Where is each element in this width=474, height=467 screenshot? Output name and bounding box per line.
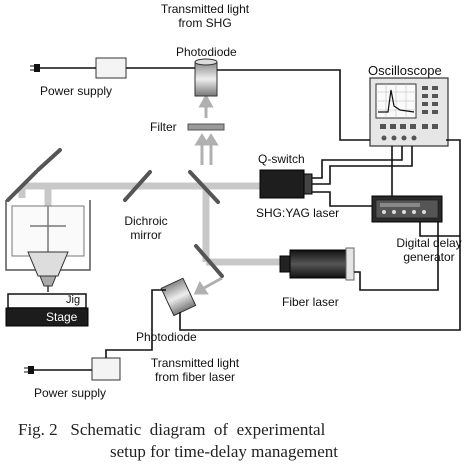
label-dichroic-mirror: Dichroic mirror	[116, 214, 176, 242]
label-shg-yag-laser: SHG:YAG laser	[256, 206, 340, 220]
label-dichroic-line2: mirror	[130, 228, 162, 242]
wire-photodiode-to-oscilloscope	[217, 69, 370, 141]
mirror-fiber	[194, 244, 224, 278]
mirror-left	[36, 148, 62, 172]
mirror-dichroic-right	[188, 170, 220, 204]
label-transmitted-fiber-line1: Transmitted light	[150, 356, 240, 370]
label-oscilloscope: Oscilloscope	[368, 63, 442, 78]
figure-caption-line2: setup for time-delay management	[110, 442, 338, 461]
wire-osc-to-qswitch	[312, 146, 403, 179]
power-supply-top-device	[30, 57, 127, 79]
mirror-far-left	[6, 170, 38, 202]
oscilloscope-device	[369, 77, 449, 147]
wire-osc-to-right	[446, 139, 461, 236]
figure-caption-line1: Fig. 2 Schematic diagram of experimental	[18, 420, 326, 439]
processing-head	[5, 200, 91, 292]
wire-photodiode-to-psu	[105, 289, 166, 358]
fiber-laser-device	[279, 247, 355, 281]
label-photodiode-top: Photodiode	[176, 45, 237, 59]
digital-delay-generator-device	[371, 195, 443, 223]
filter-element	[187, 123, 225, 131]
label-transmitted-fiber: Transmitted light from fiber laser	[140, 356, 250, 384]
label-transmitted-shg: Transmitted light from SHG	[150, 2, 260, 30]
label-power-supply-bottom: Power supply	[34, 386, 107, 400]
label-transmitted-shg-line2: from SHG	[178, 16, 232, 30]
label-dichroic-line1: Dichroic	[124, 214, 168, 228]
mirror-dichroic-center	[123, 170, 152, 202]
label-fiber-laser: Fiber laser	[282, 295, 339, 309]
label-q-switch: Q-switch	[258, 152, 305, 166]
label-power-supply-top: Power supply	[40, 84, 113, 98]
label-stage: Stage	[46, 310, 78, 324]
label-transmitted-shg-line1: Transmitted light	[160, 2, 250, 16]
stage-block	[5, 307, 89, 327]
label-filter: Filter	[150, 120, 177, 134]
mirrors	[6, 148, 224, 278]
label-photodiode-bottom: Photodiode	[136, 330, 197, 344]
photodiode-bottom-device	[160, 277, 197, 317]
wire-osc-to-qswitch2	[312, 146, 413, 185]
label-jig: Jig	[66, 294, 81, 306]
wiring	[105, 67, 461, 358]
shg-yag-laser-device	[259, 169, 313, 199]
label-transmitted-fiber-line2: from fiber laser	[154, 370, 236, 384]
power-supply-bottom-device	[24, 357, 121, 381]
label-digital-delay-line1: Digital delay	[396, 236, 462, 250]
photodiode-top-device	[194, 58, 218, 97]
arrow-to-bottom-photodiode	[193, 276, 223, 295]
label-digital-delay-line2: generator	[403, 250, 455, 264]
label-digital-delay-generator: Digital delay generator	[386, 236, 472, 264]
arrows-to-photodiode	[194, 93, 219, 165]
wire-delay-to-qswitch	[312, 191, 372, 207]
wire-delay-down	[179, 222, 461, 331]
wire-delay-to-fiber	[354, 222, 439, 291]
